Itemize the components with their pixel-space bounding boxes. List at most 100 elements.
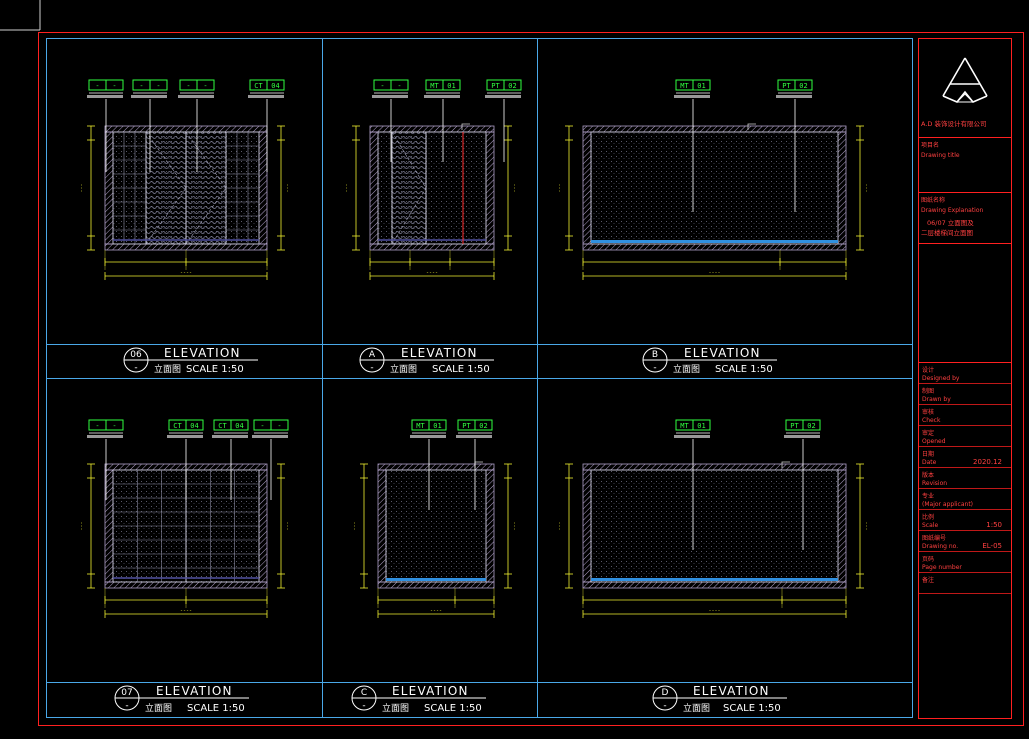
tag-note: [424, 95, 460, 98]
tag-number: 04: [271, 82, 279, 90]
tag-note: [674, 435, 710, 438]
dimension-text: ---: [79, 183, 85, 192]
left-wall: [582, 469, 592, 583]
left-wall: [369, 131, 379, 245]
tag-note: [248, 95, 284, 98]
project-label-cn: 项目名: [921, 141, 939, 149]
panel-scale: SCALE 1:50: [432, 364, 490, 375]
title-block-field: 专业(Major applicant): [919, 492, 1011, 510]
field-label-en: Drawing no.: [922, 543, 958, 550]
drawing-name-line1: 06/07 立面图及: [927, 218, 974, 227]
section-mark: [461, 123, 470, 130]
panel-cn-title: 立面图: [145, 702, 172, 714]
right-wall: [258, 469, 268, 583]
ceiling-slab: [104, 125, 268, 133]
title-block-border: [918, 38, 1012, 719]
field-value: EL-05: [982, 542, 1002, 550]
left-wall: [377, 469, 387, 583]
tag-number: 01: [447, 82, 455, 90]
tag-note: [456, 435, 492, 438]
field-label-en: Date: [922, 459, 937, 466]
tag-code: MT: [430, 82, 439, 90]
tag-code: -: [380, 82, 384, 90]
panel-title: ELEVATION: [693, 684, 770, 698]
panel-scale: SCALE 1:50: [186, 364, 244, 375]
tag-code: PT: [782, 82, 791, 90]
door-swing: [145, 131, 187, 245]
field-label-cn: 图纸编号: [922, 534, 946, 542]
tag-number: 01: [433, 422, 441, 430]
panel-label-07: 07 - ELEVATION 立面图 SCALE 1:50: [114, 684, 249, 714]
panel-cn-title: 立面图: [390, 363, 417, 375]
tag-number: 04: [190, 422, 198, 430]
project-label-en: Drawing title: [921, 152, 960, 159]
door-swing: [185, 131, 227, 245]
tag-number: -: [112, 422, 116, 430]
title-block: A.D 装饰设计有限公司 项目名 Drawing title 图纸名称 Draw…: [919, 57, 1011, 594]
tag-number: -: [203, 82, 207, 90]
field-label-cn: 页码: [922, 555, 934, 563]
title-block-field: 备注: [919, 576, 1011, 594]
right-wall: [837, 469, 847, 583]
floor-slab: [104, 581, 268, 589]
right-wall: [485, 469, 495, 583]
panel-title: ELEVATION: [392, 684, 469, 698]
panel-sub: -: [653, 363, 656, 373]
field-label-cn: 审定: [922, 429, 934, 437]
panel-label-a: A - ELEVATION 立面图 SCALE 1:50: [359, 346, 494, 375]
tag-code: -: [95, 82, 99, 90]
field-value: 2020.12: [973, 458, 1002, 466]
panel-cn-title: 立面图: [154, 363, 181, 375]
panel-title: ELEVATION: [156, 684, 233, 698]
tag-code: -: [260, 422, 264, 430]
section-mark: [747, 123, 756, 130]
dimension-text: ----: [180, 608, 192, 614]
tag-code: CT: [218, 422, 227, 430]
material-tag: --: [178, 79, 215, 172]
base-strip: [591, 578, 838, 581]
tag-code: CT: [173, 422, 182, 430]
dimension-text: ----: [430, 608, 442, 614]
tag-number: -: [156, 82, 160, 90]
field-label-en: (Major applicant): [922, 501, 973, 508]
base-strip: [386, 578, 486, 581]
tag-code: PT: [790, 422, 799, 430]
material-tag: CT 04: [167, 419, 204, 500]
ceiling-slab: [582, 463, 847, 471]
material-tag: --: [87, 79, 124, 172]
material-tag: --: [131, 79, 168, 172]
tag-code: -: [186, 82, 190, 90]
field-label-cn: 日期: [922, 450, 934, 458]
drawing-label-cn: 图纸名称: [921, 196, 945, 204]
viewport-corner: [0, 0, 41, 31]
tag-note: [167, 435, 203, 438]
panel-title: ELEVATION: [684, 346, 761, 360]
panel-scale: SCALE 1:50: [424, 703, 482, 714]
field-label-en: Opened: [922, 438, 946, 445]
panel-sub: -: [134, 363, 137, 373]
ceiling-slab: [377, 463, 495, 471]
field-label-en: Designed by: [922, 375, 960, 382]
panel-label-c: C - ELEVATION 立面图 SCALE 1:50: [351, 684, 486, 714]
tag-code: PT: [462, 422, 471, 430]
wall-face: [590, 131, 839, 245]
floor-slab: [582, 243, 847, 251]
section-mark: [781, 461, 790, 468]
tag-note: [776, 95, 812, 98]
door-leaf: [145, 131, 187, 245]
